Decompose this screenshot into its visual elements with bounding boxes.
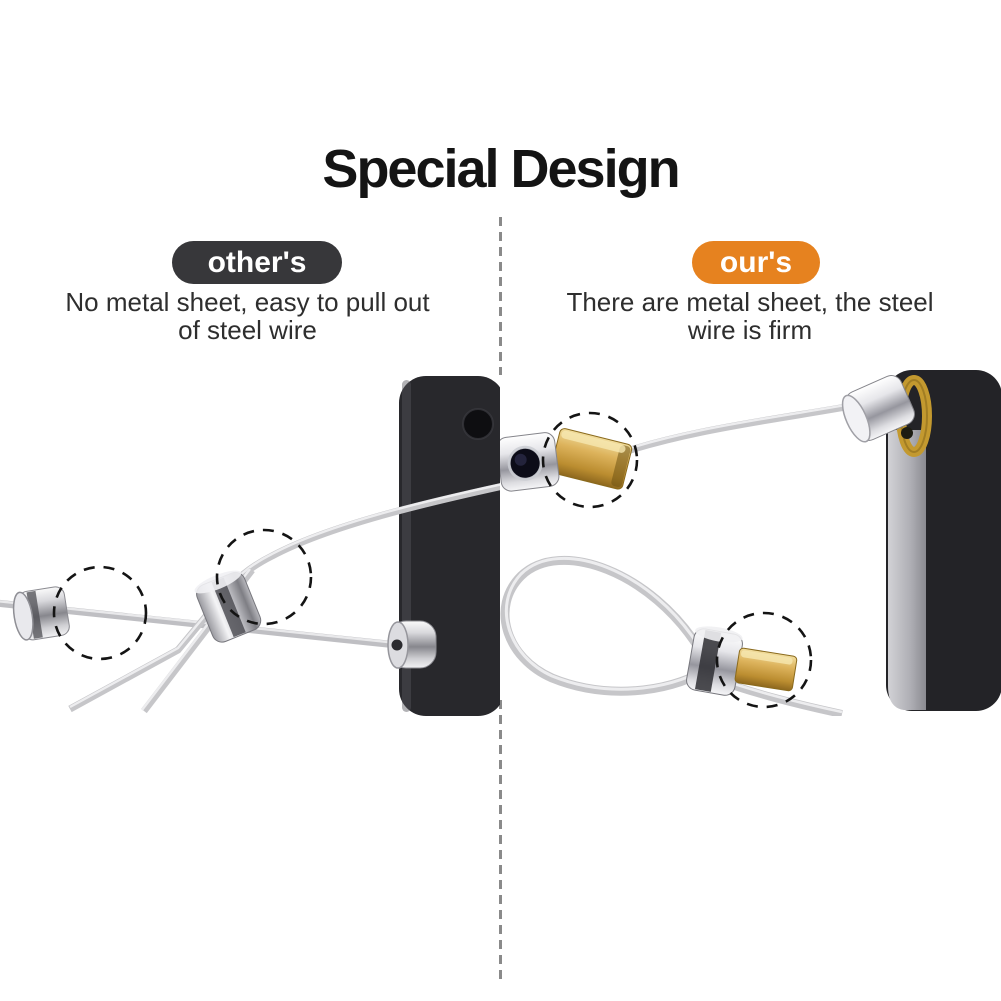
steel-wire-loop	[500, 556, 843, 716]
screw-cylinder	[500, 432, 560, 492]
ours-description: There are metal sheet, the steel wire is…	[533, 288, 967, 344]
others-description-line2: of steel wire	[178, 315, 317, 345]
dashed-circle-annotation	[715, 611, 813, 709]
dashed-circle-annotation	[541, 411, 639, 509]
ours-badge: our's	[692, 241, 820, 284]
steel-wire-top	[604, 399, 869, 462]
center-divider-bottom	[499, 700, 502, 984]
wire-end-cylinder-right	[841, 375, 915, 443]
others-badge-label: other's	[207, 245, 307, 279]
ours-description-line1: There are metal sheet, the steel	[566, 287, 934, 317]
others-description: No metal sheet, easy to pull out of stee…	[30, 288, 465, 344]
dashed-circle-annotation	[215, 528, 313, 626]
wire-clamp-cylinder-right	[686, 626, 743, 696]
others-product-photo	[0, 376, 500, 716]
brass-metal-sheet	[550, 428, 633, 490]
ours-description-line2: wire is firm	[687, 315, 813, 345]
others-description-line1: No metal sheet, easy to pull out	[65, 287, 430, 317]
wire-end-cylinder	[387, 620, 437, 669]
hanging-hole	[463, 409, 493, 439]
wire-stopper-cylinder	[12, 586, 70, 641]
center-divider-top	[499, 217, 502, 375]
page-title: Special Design	[322, 139, 680, 199]
brass-metal-sheet-small	[734, 647, 798, 692]
ours-product-photo	[500, 370, 1001, 716]
ours-badge-label: our's	[719, 245, 793, 279]
dashed-circle-annotation	[52, 565, 148, 661]
others-badge: other's	[172, 241, 342, 284]
lock-body-side-face	[888, 430, 926, 710]
